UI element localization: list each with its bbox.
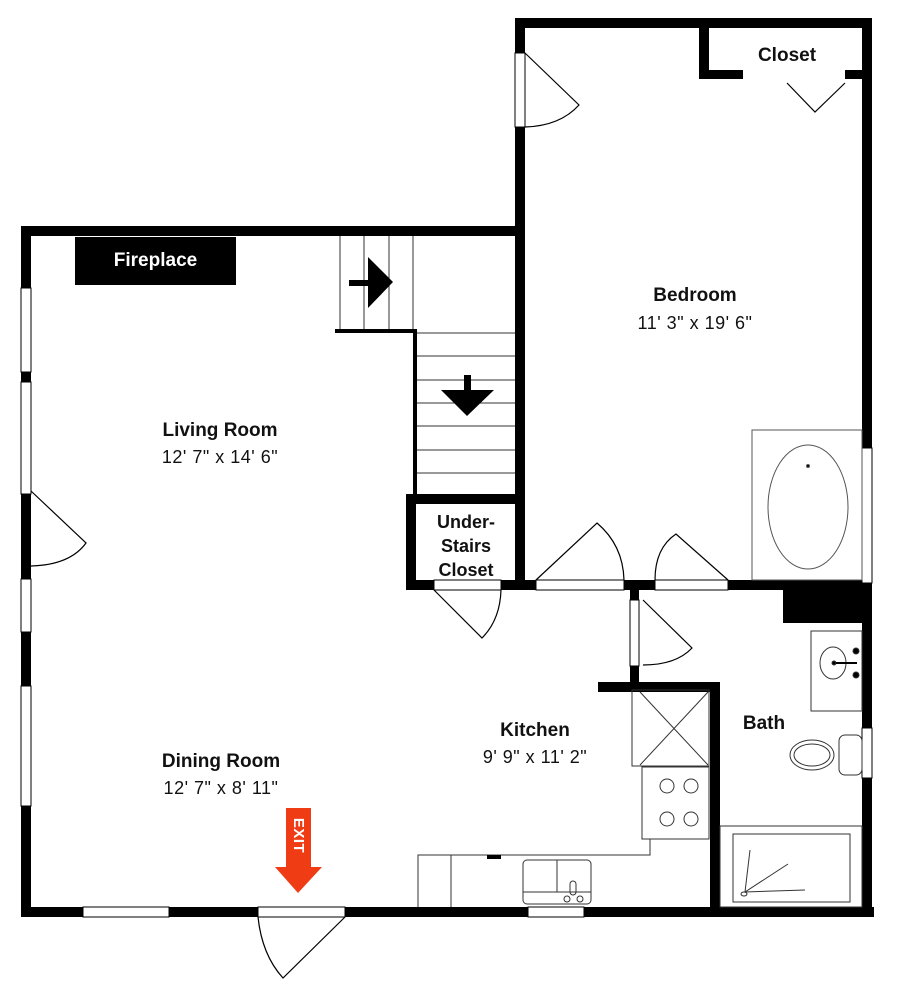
living-room-name: Living Room xyxy=(162,420,278,441)
dining-room-name: Dining Room xyxy=(161,751,281,772)
stove xyxy=(641,766,710,840)
bathtub xyxy=(751,429,863,581)
shower xyxy=(732,833,851,903)
bath-sink xyxy=(810,630,863,712)
living-room-dims: 12' 7" x 14' 6" xyxy=(161,447,279,467)
under-stairs-closet-label: Under- Stairs Closet xyxy=(437,510,495,582)
bath-name: Bath xyxy=(742,713,786,734)
bedroom-name: Bedroom xyxy=(653,285,737,306)
closet-name: Closet xyxy=(757,45,817,66)
exit-label: EXIT xyxy=(290,817,308,853)
arrow-right-icon xyxy=(368,257,393,308)
exit-arrow-icon xyxy=(275,808,322,893)
arrow-down-icon xyxy=(441,390,494,416)
under-stairs-line1: Under- xyxy=(437,512,495,532)
under-stairs-line3: Closet xyxy=(438,560,494,580)
kitchen-dims: 9' 9" x 11' 2" xyxy=(482,747,588,767)
under-stairs-line2: Stairs xyxy=(440,536,492,556)
walls xyxy=(21,18,874,917)
toilet xyxy=(789,739,835,771)
kitchen-name: Kitchen xyxy=(500,720,570,741)
refrigerator xyxy=(631,689,710,767)
bedroom-dims: 11' 3" x 19' 6" xyxy=(637,313,753,333)
dining-room-dims: 12' 7" x 8' 11" xyxy=(163,778,279,798)
stairs xyxy=(339,236,515,474)
fireplace: Fireplace xyxy=(75,237,236,285)
door-swings xyxy=(30,52,846,979)
